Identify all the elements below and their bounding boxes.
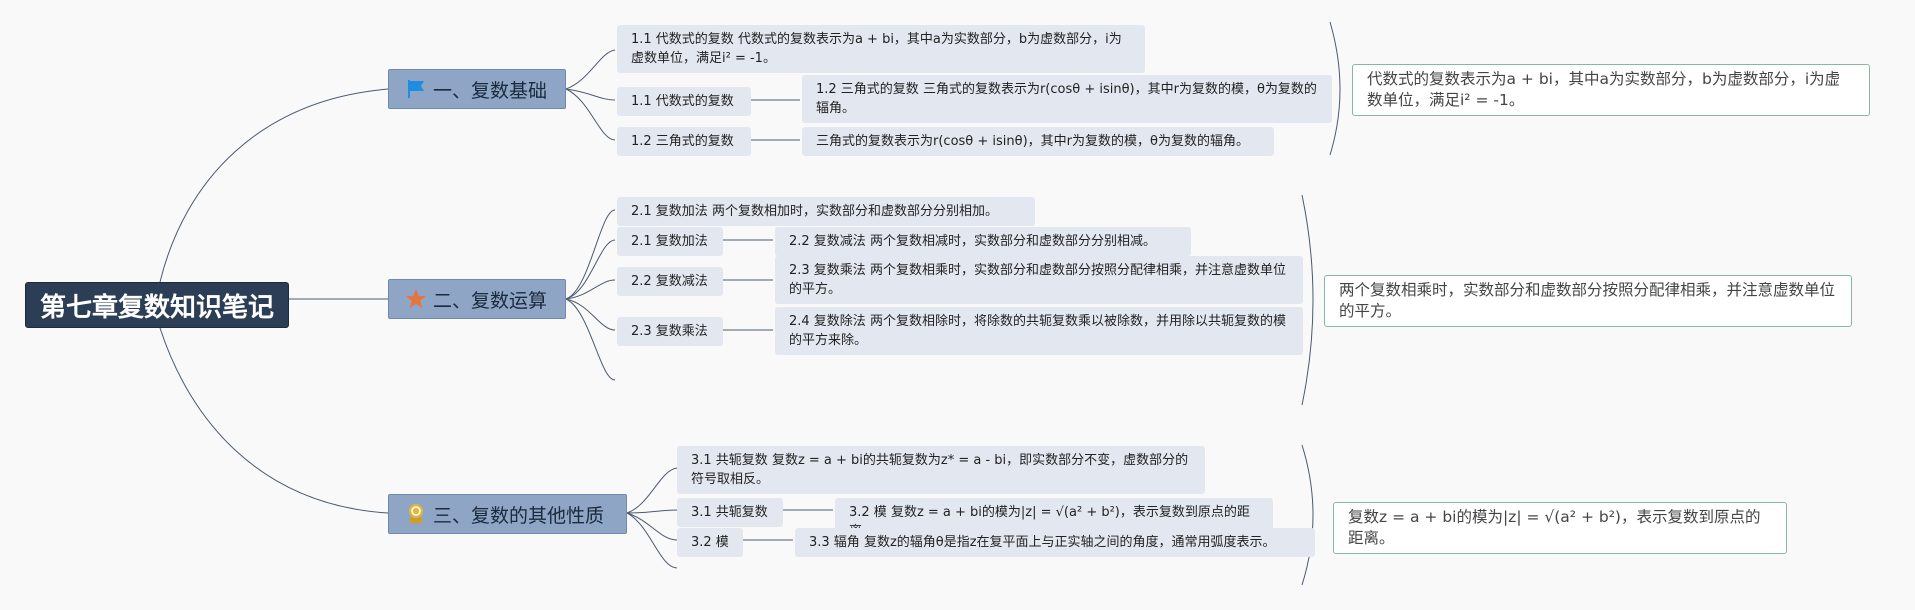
detail-node[interactable]: 三角式的复数表示为r(cosθ + isinθ)，其中r为复数的模，θ为复数的辐… bbox=[802, 127, 1274, 156]
connector-root-branch3 bbox=[159, 327, 389, 514]
connector-b2-d1 bbox=[565, 209, 616, 300]
detail-node[interactable]: 1.2 三角式的复数 bbox=[617, 127, 751, 156]
detail-node[interactable]: 2.3 复数乘法 bbox=[617, 317, 723, 346]
detail-text: 1.1 代数式的复数 bbox=[631, 94, 734, 109]
root-title: 第七章复数知识笔记 bbox=[39, 292, 274, 323]
connector-b2-d4 bbox=[565, 298, 616, 331]
connector-b2-d2 bbox=[565, 239, 616, 300]
connector-b2-d5 bbox=[565, 298, 616, 381]
main-topic-basics[interactable]: 一、复数基础 bbox=[388, 69, 566, 109]
connector-b3-d2 bbox=[626, 509, 678, 514]
detail-node[interactable]: 2.2 复数减法 bbox=[617, 267, 723, 296]
detail-text: 2.4 复数除法 两个复数相除时，将除数的共轭复数乘以被除数，并用除以共轭复数的… bbox=[789, 314, 1286, 348]
main-topic-label: 二、复数运算 bbox=[433, 289, 548, 312]
detail-text: 2.3 复数乘法 两个复数相乘时，实数部分和虚数部分按照分配律相乘，并注意虚数单… bbox=[789, 263, 1286, 297]
detail-node[interactable]: 2.2 复数减法 两个复数相减时，实数部分和虚数部分分别相减。 bbox=[775, 227, 1191, 256]
detail-node[interactable]: 2.4 复数除法 两个复数相除时，将除数的共轭复数乘以被除数，并用除以共轭复数的… bbox=[775, 307, 1303, 355]
detail-node[interactable]: 1.1 代数式的复数 代数式的复数表示为a + bi，其中a为实数部分，b为虚数… bbox=[617, 25, 1145, 73]
flag-icon bbox=[405, 78, 427, 100]
summary-note[interactable]: 两个复数相乘时，实数部分和虚数部分按照分配律相乘，并注意虚数单位的平方。 bbox=[1324, 275, 1852, 327]
detail-node[interactable]: 2.1 复数加法 bbox=[617, 227, 723, 256]
summary-bracket-3 bbox=[1301, 444, 1314, 586]
connector-b1-d2 bbox=[565, 88, 616, 101]
main-topic-label: 三、复数的其他性质 bbox=[433, 504, 605, 527]
detail-text: 1.1 代数式的复数 代数式的复数表示为a + bi，其中a为实数部分，b为虚数… bbox=[631, 32, 1122, 66]
connector-b1-d3 bbox=[565, 88, 616, 141]
detail-text: 3.1 共轭复数 bbox=[691, 505, 768, 520]
summary-text: 两个复数相乘时，实数部分和虚数部分按照分配律相乘，并注意虚数单位的平方。 bbox=[1339, 281, 1836, 320]
detail-text: 2.2 复数减法 bbox=[631, 274, 708, 289]
summary-note[interactable]: 复数z = a + bi的模为|z| = √(a² + b²)，表示复数到原点的… bbox=[1333, 502, 1787, 554]
detail-text: 2.1 复数加法 两个复数相加时，实数部分和虚数部分分别相加。 bbox=[631, 204, 998, 219]
detail-text: 3.1 共轭复数 复数z = a + bi的共轭复数为z* = a - bi，即… bbox=[691, 453, 1189, 487]
connector-b2-d3 bbox=[565, 279, 616, 300]
main-topic-operations[interactable]: 二、复数运算 bbox=[388, 279, 566, 319]
root-topic[interactable]: 第七章复数知识笔记 bbox=[25, 282, 289, 328]
detail-node[interactable]: 3.2 模 bbox=[677, 528, 743, 557]
detail-node[interactable]: 2.3 复数乘法 两个复数相乘时，实数部分和虚数部分按照分配律相乘，并注意虚数单… bbox=[775, 256, 1303, 304]
connector-b3-d1 bbox=[626, 467, 678, 514]
detail-node[interactable]: 1.1 代数式的复数 bbox=[617, 87, 751, 116]
connector-b3-d3 bbox=[626, 512, 678, 541]
detail-text: 2.3 复数乘法 bbox=[631, 324, 708, 339]
detail-node[interactable]: 3.1 共轭复数 复数z = a + bi的共轭复数为z* = a - bi，即… bbox=[677, 446, 1205, 494]
detail-text: 3.3 辐角 复数z的辐角θ是指z在复平面上与正实轴之间的角度，通常用弧度表示。 bbox=[809, 535, 1276, 550]
detail-text: 2.2 复数减法 两个复数相减时，实数部分和虚数部分分别相减。 bbox=[789, 234, 1156, 249]
detail-node[interactable]: 3.1 共轭复数 bbox=[677, 498, 783, 527]
detail-text: 3.2 模 bbox=[691, 535, 729, 550]
connector-b3-d4 bbox=[626, 512, 678, 569]
main-topic-properties[interactable]: 三、复数的其他性质 bbox=[388, 494, 627, 534]
summary-text: 复数z = a + bi的模为|z| = √(a² + b²)，表示复数到原点的… bbox=[1348, 508, 1761, 547]
detail-node[interactable]: 2.1 复数加法 两个复数相加时，实数部分和虚数部分分别相加。 bbox=[617, 197, 1035, 226]
connector-b1-d1 bbox=[565, 49, 616, 90]
detail-text: 1.2 三角式的复数 三角式的复数表示为r(cosθ + isinθ)，其中r为… bbox=[816, 82, 1317, 116]
detail-node[interactable]: 3.3 辐角 复数z的辐角θ是指z在复平面上与正实轴之间的角度，通常用弧度表示。 bbox=[795, 528, 1315, 557]
connector-root-branch1 bbox=[159, 88, 389, 283]
detail-text: 1.2 三角式的复数 bbox=[631, 134, 734, 149]
summary-text: 代数式的复数表示为a + bi，其中a为实数部分，b为虚数部分，i为虚数单位，满… bbox=[1367, 70, 1841, 109]
summary-note[interactable]: 代数式的复数表示为a + bi，其中a为实数部分，b为虚数部分，i为虚数单位，满… bbox=[1352, 64, 1870, 116]
main-topic-label: 一、复数基础 bbox=[433, 79, 548, 102]
detail-text: 2.1 复数加法 bbox=[631, 234, 708, 249]
star-icon bbox=[405, 288, 427, 310]
detail-text: 三角式的复数表示为r(cosθ + isinθ)，其中r为复数的模，θ为复数的辐… bbox=[816, 134, 1249, 149]
summary-bracket-2 bbox=[1301, 194, 1314, 406]
summary-bracket-1 bbox=[1329, 21, 1341, 156]
detail-node[interactable]: 1.2 三角式的复数 三角式的复数表示为r(cosθ + isinθ)，其中r为… bbox=[802, 75, 1332, 123]
ribbon-icon bbox=[405, 503, 427, 525]
